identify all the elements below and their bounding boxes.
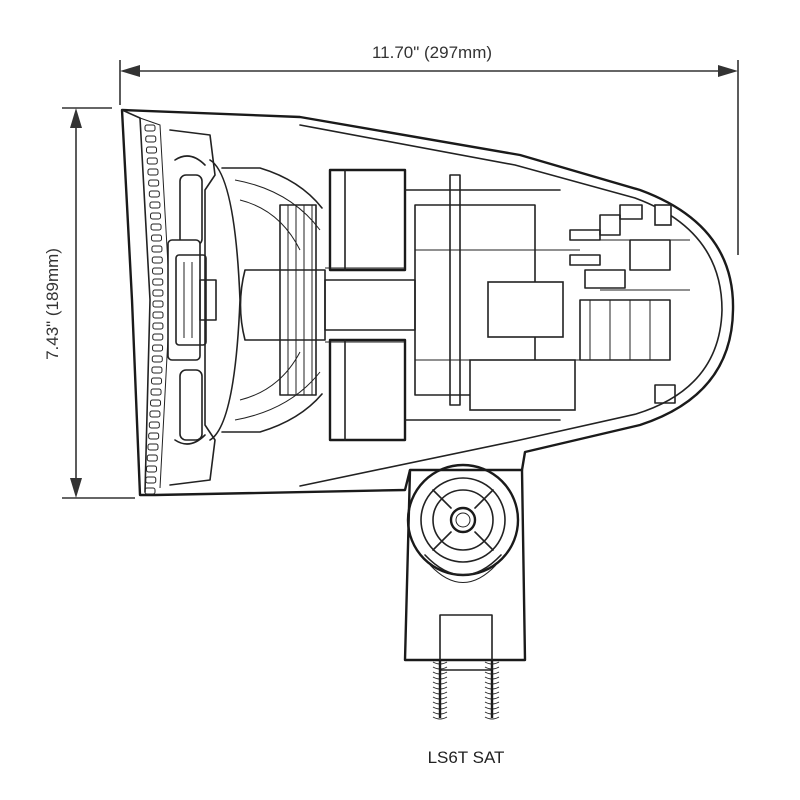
bolt-thread — [484, 671, 500, 675]
height-dimension: 7.43" (189mm) — [43, 107, 135, 499]
bolt-thread — [484, 711, 500, 715]
speaker-housing — [120, 108, 735, 497]
bolt-thread — [484, 686, 500, 690]
grille-slot — [152, 311, 164, 319]
grille-slot — [151, 377, 163, 385]
tweeter — [167, 239, 217, 361]
bolt-thread — [432, 661, 448, 665]
grille-slot — [150, 399, 162, 407]
bolt-thread — [484, 706, 500, 710]
bolt-thread — [484, 701, 500, 705]
bolt-thread — [432, 676, 448, 680]
grille-slot — [152, 322, 164, 330]
grille-slot — [145, 476, 157, 484]
bolt-thread — [484, 676, 500, 680]
grille-slot — [151, 355, 163, 363]
grille-slot — [150, 223, 162, 231]
grille-slot — [151, 366, 163, 374]
woofer-driver — [169, 129, 323, 486]
rear-terminal-block — [569, 204, 690, 404]
grille-slot — [151, 256, 163, 264]
grille-slot — [148, 421, 160, 429]
bolt-thread — [432, 671, 448, 675]
bolt-thread — [432, 716, 448, 720]
bolt-thread — [432, 691, 448, 695]
grille-slot — [151, 245, 163, 253]
grille-slot — [152, 300, 164, 308]
bolt-thread — [432, 686, 448, 690]
grille-slot — [152, 289, 164, 297]
grille-slot — [148, 432, 160, 440]
bolt-thread — [432, 706, 448, 710]
height-dimension-label: 7.43" (189mm) — [43, 248, 62, 360]
bolt-thread — [484, 681, 500, 685]
grille-slot — [152, 267, 164, 275]
bolt-thread — [484, 716, 500, 720]
grille-slot — [148, 179, 160, 187]
front-grille — [144, 124, 164, 495]
grille-slot — [149, 410, 161, 418]
grille-slot — [145, 135, 157, 143]
grille-slot — [147, 168, 159, 176]
grille-slot — [144, 487, 156, 495]
width-dimension: 11.70" (297mm) — [119, 43, 739, 255]
bolt-thread — [484, 696, 500, 700]
bolt-thread — [432, 681, 448, 685]
bolt-thread — [484, 661, 500, 665]
grille-slot — [152, 333, 164, 341]
grille-slot — [148, 190, 160, 198]
model-caption: LS6T SAT — [428, 748, 505, 767]
magnet-assembly — [239, 168, 416, 442]
grille-slot — [149, 201, 161, 209]
bolt-thread — [484, 666, 500, 670]
threaded-mount-bolt — [432, 660, 500, 720]
bolt-thread — [432, 666, 448, 670]
grille-slot — [150, 212, 162, 220]
bolt-thread — [484, 691, 500, 695]
grille-slot — [147, 443, 159, 451]
grille-slot — [146, 454, 158, 462]
grille-slot — [150, 388, 162, 396]
grille-slot — [146, 146, 158, 154]
bolt-thread — [432, 701, 448, 705]
width-dimension-label: 11.70" (297mm) — [372, 43, 492, 62]
crossover-assembly — [404, 174, 671, 421]
grille-slot — [146, 465, 158, 473]
grille-slot — [152, 344, 164, 352]
bolt-thread — [432, 696, 448, 700]
bolt-thread — [432, 711, 448, 715]
grille-slot — [146, 157, 158, 165]
grille-slot — [144, 124, 156, 132]
mount-knuckle — [403, 463, 527, 671]
grille-slot — [151, 234, 163, 242]
grille-slot — [152, 278, 164, 286]
